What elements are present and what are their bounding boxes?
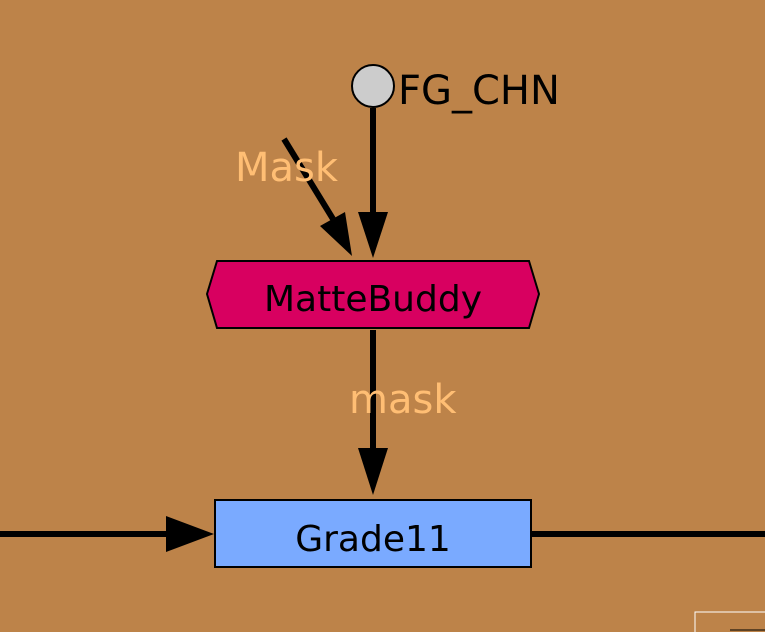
node-grade11[interactable]: Grade11: [214, 499, 532, 568]
edge-dot-to-mattebuddy[interactable]: [358, 108, 388, 258]
minimap-icon[interactable]: [694, 611, 765, 632]
edge-label-mask-input: Mask: [235, 145, 339, 191]
node-mattebuddy[interactable]: MatteBuddy: [205, 260, 541, 329]
node-mattebuddy-shape[interactable]: [205, 260, 541, 329]
dot-node-circle[interactable]: [351, 64, 395, 108]
edge-mask-input[interactable]: [281, 137, 352, 256]
node-mattebuddy-label: MatteBuddy: [264, 279, 482, 320]
edge-input-to-grade[interactable]: [0, 516, 214, 552]
dot-node-label: FG_CHN: [398, 68, 560, 114]
edge-mattebuddy-to-grade[interactable]: [358, 330, 388, 495]
edge-label-mask-output: mask: [349, 377, 457, 423]
dot-node-fg-chn[interactable]: FG_CHN: [351, 64, 560, 114]
node-grade11-label: Grade11: [295, 519, 451, 560]
node-grade11-shape[interactable]: [214, 499, 532, 568]
